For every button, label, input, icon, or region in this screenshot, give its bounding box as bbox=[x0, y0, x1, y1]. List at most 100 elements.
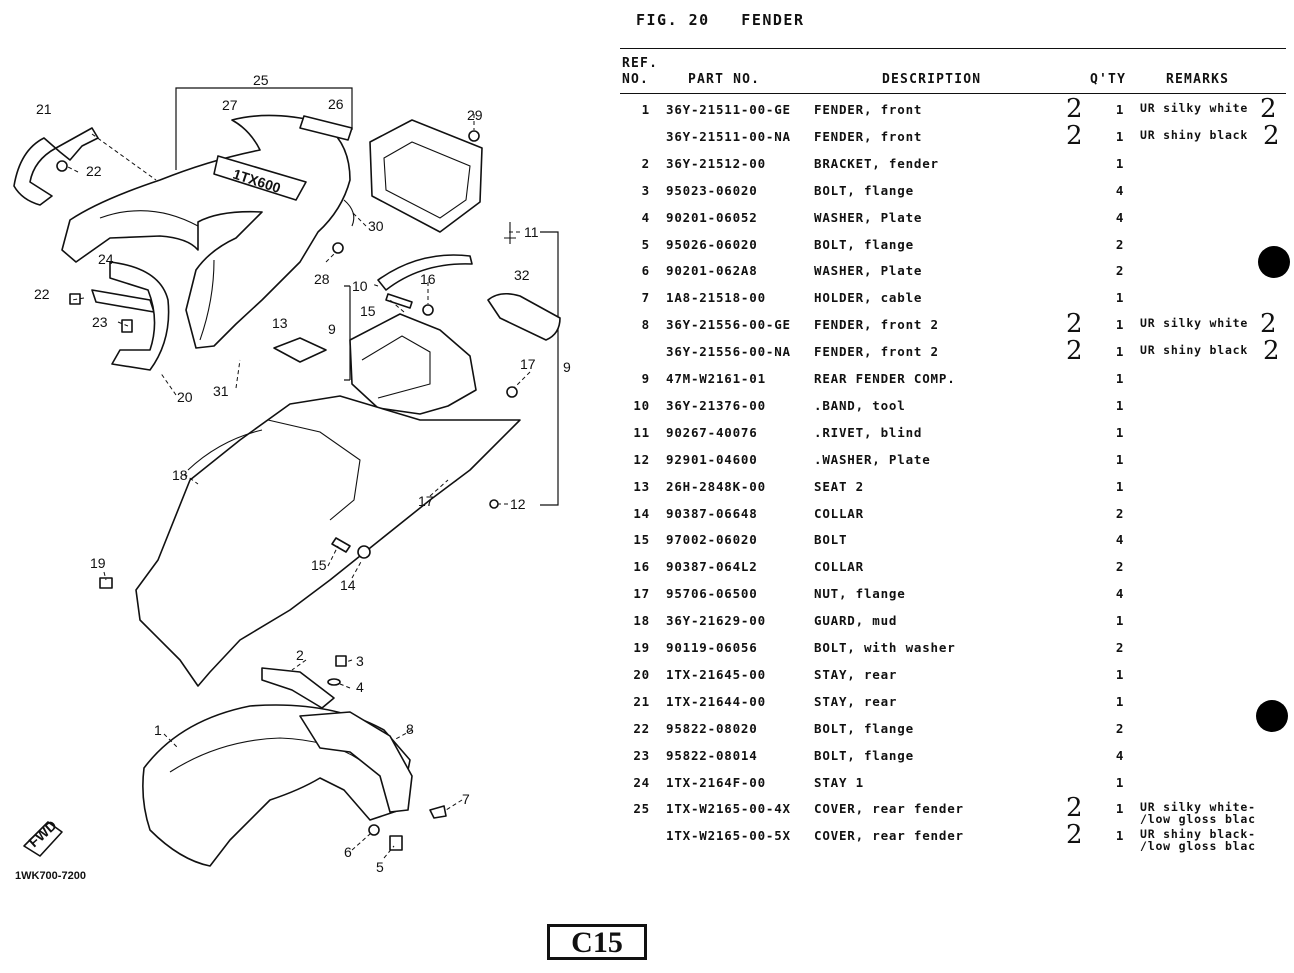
band-tool-10 bbox=[377, 254, 473, 291]
callout-23: 23 bbox=[92, 314, 108, 330]
seat-2-13 bbox=[273, 337, 327, 363]
stay-rear-20 bbox=[109, 261, 170, 371]
part-no-cell: 36Y-21556-00-GE bbox=[666, 317, 791, 333]
bolt-22-a bbox=[56, 160, 68, 172]
leader-lines bbox=[65, 114, 531, 859]
callout-11: 11 bbox=[524, 224, 539, 240]
description-cell: COLLAR bbox=[814, 505, 864, 521]
description-cell: COVER, rear fender bbox=[814, 828, 964, 844]
description-cell: .RIVET, blind bbox=[814, 424, 923, 440]
ref-no-cell: 11 bbox=[633, 424, 650, 440]
qty-cell: 2 bbox=[1115, 236, 1125, 252]
description-cell: FENDER, front 2 bbox=[814, 317, 939, 333]
rear-fender-box-inner bbox=[361, 335, 431, 399]
callout-22-a: 22 bbox=[86, 163, 102, 179]
punch-hole-top bbox=[1258, 246, 1290, 278]
punch-hole-bottom bbox=[1256, 700, 1288, 732]
callout-9-right: 9 bbox=[563, 359, 571, 375]
part-no-cell: 90201-062A8 bbox=[666, 263, 758, 279]
remarks-cell: UR shiny black bbox=[1140, 343, 1249, 358]
remarks-cell: UR silky white bbox=[1140, 316, 1249, 331]
callout-3: 3 bbox=[356, 653, 364, 669]
callout-32: 32 bbox=[514, 267, 530, 283]
ref-no-cell: 1 bbox=[641, 102, 650, 117]
qty-cell: 1 bbox=[1115, 397, 1125, 413]
description-cell: BOLT, flange bbox=[814, 236, 914, 252]
ref-no-cell: 19 bbox=[633, 640, 650, 655]
part-no-cell: 95706-06500 bbox=[666, 586, 758, 602]
collar-16 bbox=[422, 304, 434, 316]
part-no-cell: 36Y-21556-00-NA bbox=[666, 344, 791, 360]
handwritten-remark-cell: 2 bbox=[1260, 94, 1278, 124]
qty-cell: 4 bbox=[1115, 747, 1125, 763]
qty-cell: 1 bbox=[1115, 128, 1125, 144]
remarks-cell: UR silky white bbox=[1140, 101, 1249, 115]
qty-cell: 1 bbox=[1115, 774, 1125, 790]
bolt-5 bbox=[389, 835, 403, 851]
ref-no-cell: 12 bbox=[633, 451, 650, 467]
description-cell: HOLDER, cable bbox=[814, 290, 923, 306]
callout-24: 24 bbox=[98, 251, 114, 267]
description-cell: GUARD, mud bbox=[814, 613, 898, 629]
description-cell: REAR FENDER COMP. bbox=[814, 371, 956, 386]
ref-no-cell: 25 bbox=[633, 801, 650, 817]
description-cell: SEAT 2 bbox=[814, 478, 864, 494]
description-cell: .WASHER, Plate bbox=[814, 451, 931, 467]
qty-cell: 1 bbox=[1115, 290, 1125, 306]
part-no-cell: 90267-40076 bbox=[666, 424, 758, 440]
callout-18: 18 bbox=[172, 467, 188, 483]
callout-7: 7 bbox=[462, 791, 470, 807]
ref-no-cell: 7 bbox=[641, 290, 650, 306]
part-no-cell: 95023-06020 bbox=[666, 182, 758, 198]
description-cell: .BAND, tool bbox=[814, 397, 906, 413]
description-cell: STAY, rear bbox=[814, 666, 898, 682]
ref-no-cell: 3 bbox=[641, 182, 650, 198]
ref-no-cell: 23 bbox=[633, 747, 650, 763]
bolt-15-b bbox=[331, 537, 351, 553]
ref-no-cell: 15 bbox=[633, 532, 650, 548]
callout-10: 10 bbox=[352, 278, 368, 294]
ref-no-cell: 10 bbox=[633, 397, 650, 413]
qty-cell: 1 bbox=[1115, 451, 1125, 467]
bolt-3 bbox=[335, 655, 347, 667]
qty-cell: 1 bbox=[1115, 102, 1125, 117]
cable-holder-7 bbox=[429, 805, 447, 819]
handwritten-remark-cell: 2 bbox=[1263, 336, 1281, 367]
description-cell: STAY, rear bbox=[814, 693, 898, 709]
qty-cell: 2 bbox=[1115, 263, 1125, 279]
callout-27: 27 bbox=[222, 97, 238, 113]
qty-cell: 1 bbox=[1115, 613, 1125, 629]
ref-label: REF. bbox=[622, 56, 659, 71]
description-cell: WASHER, Plate bbox=[814, 263, 923, 279]
qty-cell: 1 bbox=[1115, 371, 1125, 386]
callout-20: 20 bbox=[177, 389, 193, 405]
handwritten-qty-cell: 2 bbox=[1066, 94, 1084, 124]
callout-29: 29 bbox=[467, 107, 483, 123]
callout-28: 28 bbox=[314, 271, 330, 287]
washer-12 bbox=[489, 499, 499, 509]
part-no-cell: 47M-W2161-01 bbox=[666, 371, 766, 386]
qty-cell: 1 bbox=[1115, 666, 1125, 682]
tool-bag-32 bbox=[487, 292, 561, 341]
description-cell: FENDER, front bbox=[814, 102, 923, 117]
group-bracket-9 bbox=[344, 285, 351, 381]
cover-inner-line bbox=[99, 210, 215, 341]
